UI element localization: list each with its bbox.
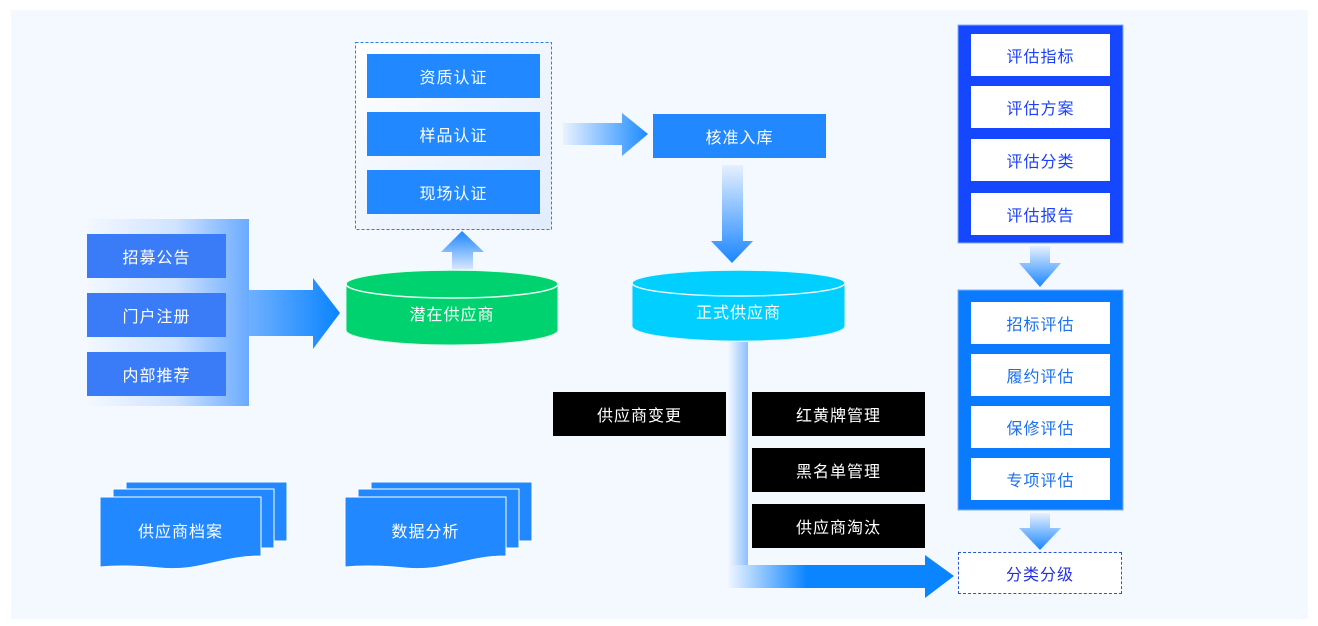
supplier-elimination-box[interactable]: 供应商淘汰 bbox=[752, 504, 925, 548]
supplier-change-box[interactable]: 供应商变更 bbox=[553, 392, 726, 436]
supplier-archive-doc-stack bbox=[99, 481, 288, 570]
eval-warranty[interactable]: 保修评估 bbox=[971, 406, 1110, 448]
formal-supplier-cylinder bbox=[631, 269, 846, 342]
eval-plan[interactable]: 评估方案 bbox=[971, 86, 1110, 128]
red-yellow-card-box[interactable]: 红黄牌管理 bbox=[752, 392, 925, 436]
arrow-setup-to-types bbox=[1019, 246, 1061, 287]
cert-sample[interactable]: 样品认证 bbox=[367, 112, 540, 156]
arrow-potential-to-cert bbox=[441, 231, 484, 270]
eval-tender[interactable]: 招标评估 bbox=[971, 302, 1110, 344]
source-recruitment-notice[interactable]: 招募公告 bbox=[87, 234, 226, 278]
supplier-archive-label[interactable]: 供应商档案 bbox=[137, 522, 223, 541]
cert-onsite[interactable]: 现场认证 bbox=[367, 170, 540, 214]
potential-supplier-cylinder bbox=[345, 269, 559, 346]
blacklist-box[interactable]: 黑名单管理 bbox=[752, 448, 925, 492]
arrow-to-classification bbox=[728, 555, 954, 598]
flow-stem bbox=[728, 342, 748, 572]
arrow-cert-to-approval bbox=[563, 113, 648, 156]
arrow-approval-to-formal bbox=[711, 165, 753, 263]
eval-performance[interactable]: 履约评估 bbox=[971, 354, 1110, 396]
eval-category[interactable]: 评估分类 bbox=[971, 139, 1110, 181]
arrow-types-to-classification bbox=[1019, 513, 1061, 550]
arrow-source-to-potential bbox=[249, 278, 340, 349]
approval-box[interactable]: 核准入库 bbox=[653, 114, 826, 158]
data-analysis-label[interactable]: 数据分析 bbox=[391, 522, 460, 541]
classification-box[interactable]: 分类分级 bbox=[958, 552, 1122, 594]
eval-special[interactable]: 专项评估 bbox=[971, 458, 1110, 500]
potential-supplier-label[interactable]: 潜在供应商 bbox=[409, 305, 495, 324]
eval-report[interactable]: 评估报告 bbox=[971, 193, 1110, 235]
formal-supplier-label[interactable]: 正式供应商 bbox=[695, 303, 781, 322]
cert-qualification[interactable]: 资质认证 bbox=[367, 54, 540, 98]
source-portal-registration[interactable]: 门户注册 bbox=[87, 293, 226, 337]
eval-indicators[interactable]: 评估指标 bbox=[971, 34, 1110, 76]
data-analysis-doc-stack bbox=[344, 481, 533, 570]
source-internal-referral[interactable]: 内部推荐 bbox=[87, 352, 226, 396]
